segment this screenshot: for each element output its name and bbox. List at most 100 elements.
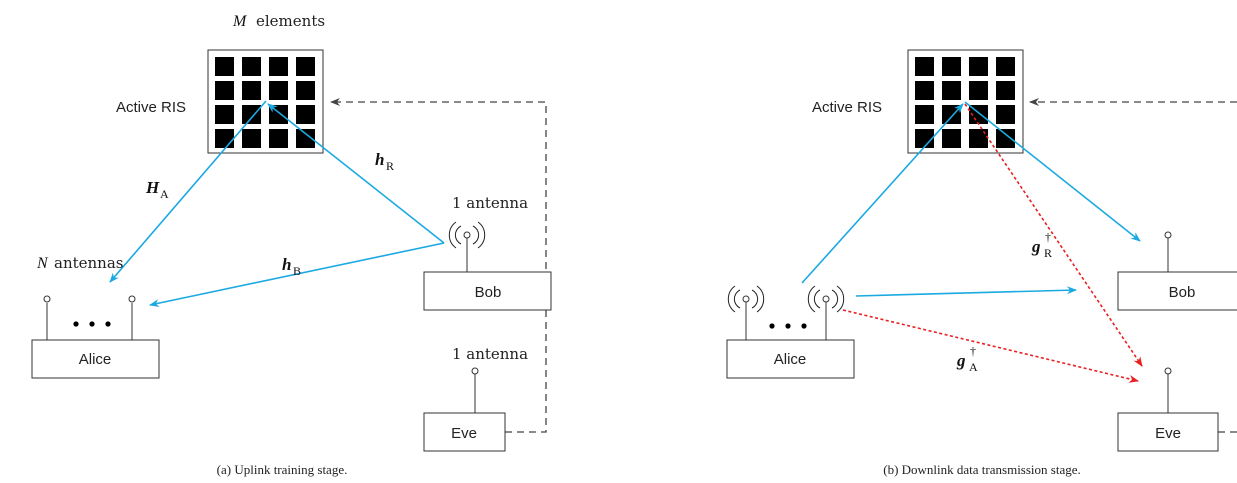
ellipsis-dot	[89, 321, 95, 327]
ris-element	[269, 129, 288, 148]
ellipsis-dot	[769, 323, 775, 329]
ris-element	[942, 129, 961, 148]
ris-element	[915, 105, 934, 124]
link-ris-to-alice	[109, 100, 267, 283]
eve-box	[423, 412, 506, 452]
link-bob-to-alice	[149, 242, 445, 308]
label-h-R: h R	[375, 150, 394, 173]
bob-antenna-radiating	[448, 221, 486, 272]
ellipsis-dot	[801, 323, 807, 329]
svg-text:H: H	[145, 178, 160, 197]
panel-b: Active RIS g † R g † A	[726, 49, 1237, 477]
svg-text:R: R	[386, 159, 394, 173]
svg-text:†: †	[1045, 230, 1051, 244]
svg-text:R: R	[1044, 246, 1052, 260]
ris-element	[296, 57, 315, 76]
ris-element	[996, 129, 1015, 148]
svg-text:h: h	[375, 150, 384, 169]
alice-antennas-label: antennas	[54, 254, 123, 272]
antenna-icon	[471, 367, 479, 375]
ris-element	[969, 81, 988, 100]
ris-label: Active RIS	[812, 99, 882, 116]
ris-element	[969, 57, 988, 76]
ris-panel-a	[207, 49, 324, 154]
antenna-icon	[128, 295, 136, 303]
ris-element	[296, 105, 315, 124]
svg-text:h: h	[282, 255, 291, 274]
ris-element	[269, 57, 288, 76]
eve-box	[1117, 412, 1219, 452]
ris-element	[942, 105, 961, 124]
bob-antenna-label: 1 antenna	[452, 194, 528, 212]
eve-label: Eve	[1155, 425, 1181, 442]
link-bob-to-ris	[267, 103, 445, 244]
ris-element	[942, 81, 961, 100]
link-alice-to-ris	[801, 103, 964, 284]
bob-antenna	[1164, 231, 1172, 272]
ris-element-grid	[915, 57, 1015, 148]
ellipsis-dot	[785, 323, 791, 329]
ris-element	[996, 105, 1015, 124]
antenna-icon	[1164, 367, 1172, 375]
eve-antenna	[1164, 367, 1172, 413]
svg-text:g: g	[1031, 237, 1041, 256]
link-ris-to-bob	[964, 101, 1141, 242]
alice-label: Alice	[774, 351, 807, 368]
ris-element-grid	[215, 57, 315, 148]
alice-antenna-count-symbol: N	[36, 255, 49, 272]
bob-label: Bob	[1169, 284, 1196, 301]
label-H-A: H A	[145, 178, 169, 201]
bob-box	[423, 271, 552, 311]
antenna-icon	[43, 295, 51, 303]
eve-antenna	[471, 367, 479, 413]
eve-label: Eve	[451, 425, 477, 442]
label-g-A: g † A	[956, 344, 978, 374]
eve-antenna-label: 1 antenna	[452, 345, 528, 363]
ris-element	[296, 81, 315, 100]
ris-element	[242, 129, 261, 148]
panel-a: M elements Active RIS H A h R h B N ante…	[31, 12, 552, 477]
ellipsis-dot	[73, 321, 79, 327]
ris-element	[996, 81, 1015, 100]
ris-element	[215, 81, 234, 100]
ris-element	[242, 105, 261, 124]
caption-b: (b) Downlink data transmission stage.	[883, 462, 1081, 477]
ris-element	[242, 81, 261, 100]
control-link-eve-to-ris	[330, 98, 547, 433]
bob-box	[1117, 271, 1237, 311]
caption-a: (a) Uplink training stage.	[217, 462, 348, 477]
antenna-icon	[822, 295, 830, 303]
ris-element	[996, 57, 1015, 76]
ellipsis-dot	[105, 321, 111, 327]
label-h-B: h B	[282, 255, 301, 278]
ris-element	[915, 81, 934, 100]
bob-label: Bob	[475, 284, 502, 301]
ris-label: Active RIS	[116, 99, 186, 116]
alice-antenna-array	[43, 295, 136, 340]
alice-label: Alice	[79, 351, 112, 368]
ris-element	[215, 105, 234, 124]
ris-element	[942, 57, 961, 76]
alice-box	[726, 339, 855, 379]
alice-box	[31, 339, 160, 379]
svg-text:B: B	[293, 264, 301, 278]
antenna-icon	[1164, 231, 1172, 239]
label-g-R: g † R	[1031, 230, 1052, 260]
svg-text:A: A	[160, 187, 169, 201]
svg-text:A: A	[969, 360, 978, 374]
ris-element	[215, 57, 234, 76]
antenna-icon	[742, 295, 750, 303]
ris-element	[915, 129, 934, 148]
ris-element	[215, 129, 234, 148]
ris-elements-label: elements	[256, 12, 325, 30]
ris-element	[969, 129, 988, 148]
ris-elements-count-symbol: M	[232, 13, 248, 30]
svg-text:g: g	[956, 351, 966, 370]
antenna-icon	[463, 231, 471, 239]
ris-element	[915, 57, 934, 76]
svg-text:†: †	[970, 344, 976, 358]
link-alice-to-eve	[842, 309, 1139, 383]
link-alice-to-bob	[855, 286, 1077, 297]
ris-element	[242, 57, 261, 76]
